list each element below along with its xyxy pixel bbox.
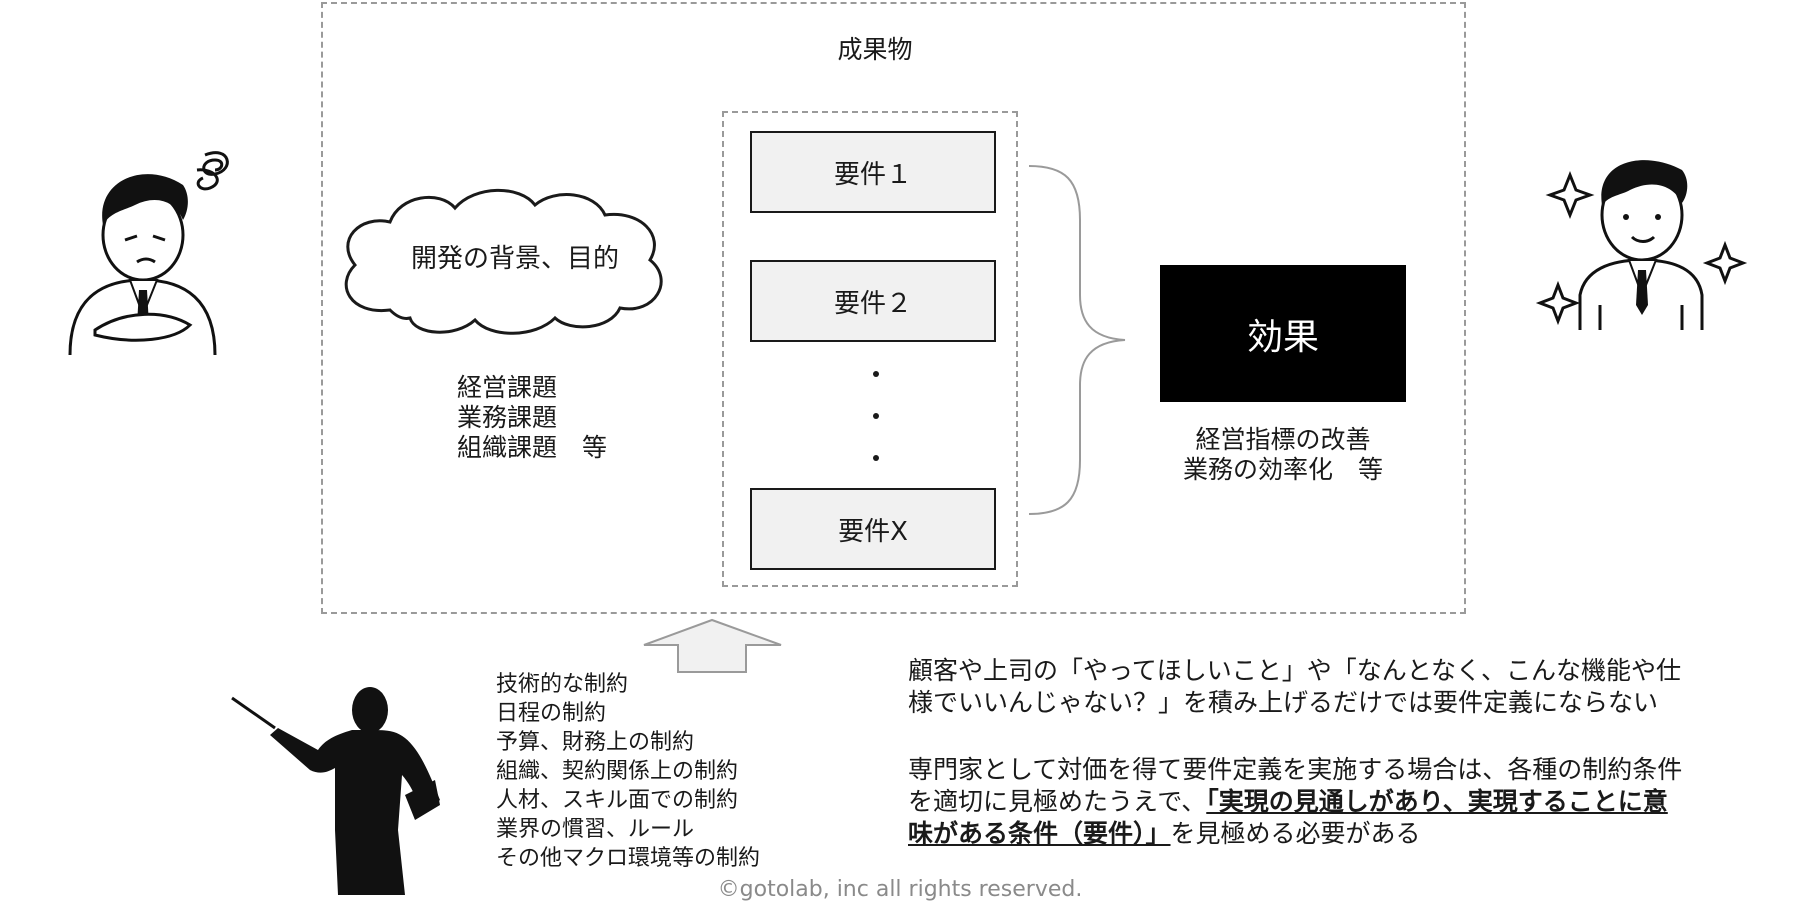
constraint-item: 予算、財務上の制約 (496, 730, 695, 755)
effect-box: 効果 (1160, 265, 1406, 402)
cloud-label: 開発の背景、目的 (410, 244, 619, 274)
up-arrow-icon (643, 618, 782, 673)
requirement-box-1: 要件１ (750, 131, 996, 213)
background-item: 経営課題 (457, 373, 558, 402)
message-emphasis: 「実現の見通しがあり、実現することに意 (1206, 787, 1668, 816)
ellipsis-dot (873, 413, 879, 419)
effect-item: 業務の効率化 等 (1182, 455, 1383, 484)
ellipsis-dot (873, 455, 879, 461)
deliverable-frame (321, 2, 1466, 614)
background-item: 組織課題 等 (457, 433, 608, 462)
requirement-box-2: 要件２ (750, 260, 996, 342)
message-line: 顧客や上司の「やってほしいこと」や「なんとなく、こんな機能や仕 (908, 656, 1682, 685)
requirement-box-x: 要件X (750, 488, 996, 570)
message-emphasis: 味がある条件（要件）」 (908, 819, 1171, 848)
effect-item: 経営指標の改善 (1195, 425, 1371, 454)
copyright-text: ©gotolab, inc all rights reserved. (717, 877, 1083, 902)
message-paragraph-2: 専門家として対価を得て要件定義を実施する場合は、各種の制約条件 を適切に見極めた… (908, 754, 1788, 850)
background-list: 経営課題 業務課題 組織課題 等 (457, 373, 607, 463)
constraint-item: 日程の制約 (496, 701, 607, 726)
constraint-item: 技術的な制約 (496, 672, 629, 697)
constraint-item: 業界の慣習、ルール (496, 817, 695, 842)
message-line: 様でいいんじゃない？」を積み上げるだけでは要件定義にならない (908, 688, 1659, 717)
brace-shape (1028, 165, 1126, 515)
effect-list: 経営指標の改善 業務の効率化 等 (1160, 425, 1406, 485)
message-line: 専門家として対価を得て要件定義を実施する場合は、各種の制約条件 (908, 755, 1683, 784)
message-line: 味がある条件（要件）」を見極める必要がある (908, 818, 1788, 850)
message-text: を適切に見極めたうえで、 (908, 787, 1207, 816)
deliverable-title: 成果物 (837, 35, 913, 64)
confused-person-icon (68, 151, 229, 355)
constraints-list: 技術的な制約 日程の制約 予算、財務上の制約 組織、契約関係上の制約 人材、スキ… (496, 670, 760, 873)
presenter-silhouette-icon (231, 687, 440, 895)
constraint-item: その他マクロ環境等の制約 (496, 846, 761, 871)
message-line: を適切に見極めたうえで、「実現の見通しがあり、実現することに意 (908, 786, 1788, 818)
requirements-frame (722, 111, 1018, 587)
cloud-shape (344, 188, 663, 335)
background-item: 業務課題 (457, 403, 558, 432)
happy-person-icon (1535, 160, 1748, 330)
ellipsis-dot (873, 371, 879, 377)
message-paragraph-1: 顧客や上司の「やってほしいこと」や「なんとなく、こんな機能や仕 様でいいんじゃな… (908, 655, 1788, 719)
constraint-item: 組織、契約関係上の制約 (496, 759, 739, 784)
constraint-item: 人材、スキル面での制約 (496, 788, 739, 813)
message-text: を見極める必要がある (1170, 819, 1421, 848)
